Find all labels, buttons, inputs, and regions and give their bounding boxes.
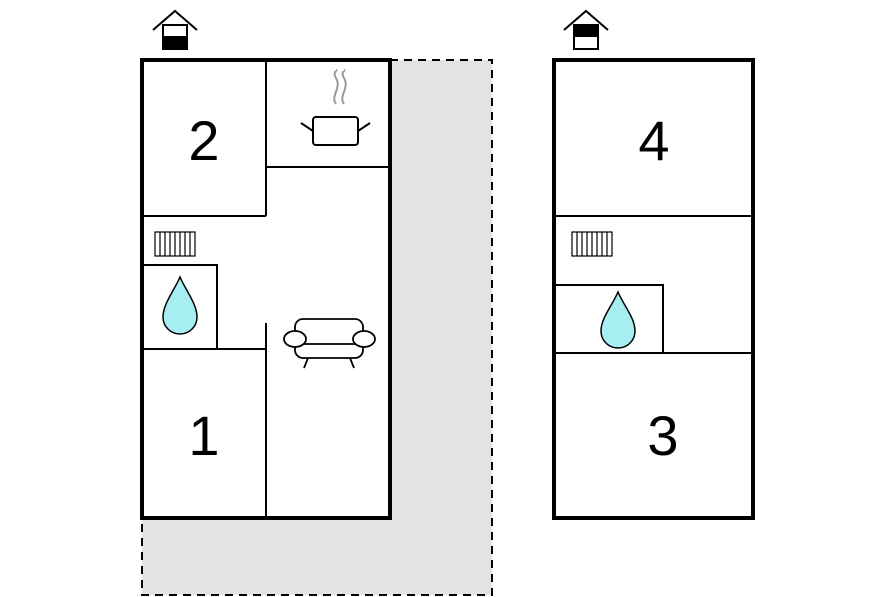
ground-floor: 2 1	[140, 9, 493, 596]
bathroom-drop-icon	[600, 290, 636, 349]
room-number-1: 1	[188, 404, 219, 467]
upper-floor-outline	[552, 58, 755, 520]
sofa-icon	[283, 318, 376, 369]
radiator-icon	[154, 231, 196, 257]
upper-floor-walls	[554, 215, 753, 354]
kitchen-pot-icon	[300, 69, 371, 146]
room-number-3: 3	[647, 404, 678, 467]
house-upper-floor-icon	[563, 9, 609, 50]
terrace-area	[141, 59, 493, 596]
room-number-4: 4	[638, 109, 669, 172]
house-ground-floor-icon	[152, 9, 198, 50]
bathroom-drop-icon	[162, 275, 198, 335]
radiator-icon	[571, 231, 613, 257]
upper-floor: 4 3	[552, 9, 755, 520]
ground-floor-walls	[142, 60, 390, 518]
room-number-2: 2	[188, 109, 219, 172]
